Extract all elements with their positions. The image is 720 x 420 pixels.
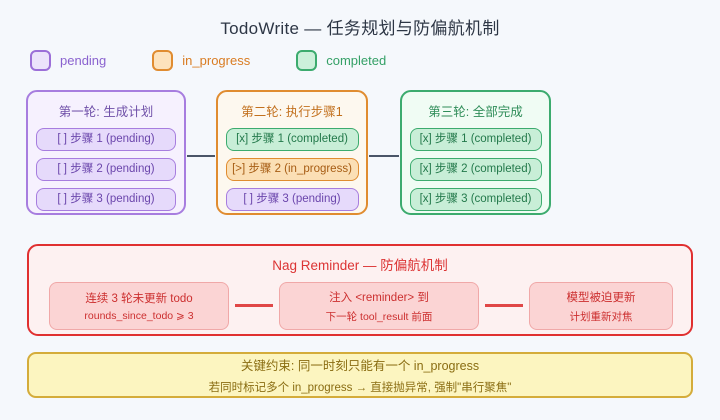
nag-step-1-line2: rounds_since_todo ⩾ 3 (84, 310, 194, 322)
todo-item: [ ] 步骤 3 (pending) (36, 188, 176, 211)
todo-item: [ ] 步骤 2 (pending) (36, 158, 176, 181)
todo-item: [x] 步骤 2 (completed) (409, 158, 542, 181)
legend-item-pending: pending (30, 50, 106, 71)
todo-item: [x] 步骤 1 (completed) (225, 128, 359, 151)
nag-reminder-title: Nag Reminder — 防偏航机制 (272, 258, 448, 273)
nag-step-2-line2: 下一轮 tool_result 前面 (325, 310, 433, 323)
todo-item: [x] 步骤 1 (completed) (409, 128, 542, 151)
legend: pending in_progress completed (30, 50, 432, 71)
page-title: TodoWrite — 任务规划与防偏航机制 (220, 19, 500, 38)
legend-label-completed: completed (326, 53, 387, 68)
nag-step-1-line1: 连续 3 轮未更新 todo (85, 293, 193, 305)
round-card-1-items: [ ] 步骤 1 (pending) [ ] 步骤 2 (pending) [ … (28, 128, 184, 211)
nag-step-3-line1: 模型被迫更新 (566, 291, 636, 304)
pending-swatch-icon (30, 50, 51, 71)
round-card-2-items: [x] 步骤 1 (completed) [>] 步骤 2 (in_progre… (218, 128, 366, 211)
nag-step-2-line1: 注入 <reminder> 到 (329, 291, 429, 304)
todo-item: [x] 步骤 3 (completed) (409, 188, 542, 211)
round-card-1-title: 第一轮: 生成计划 (58, 105, 154, 119)
todo-item: [ ] 步骤 1 (pending) (36, 128, 176, 151)
round-card-2-title: 第二轮: 执行步骤1 (241, 105, 343, 119)
nag-step-1: 连续 3 轮未更新 todo rounds_since_todo ⩾ 3 (49, 282, 229, 330)
legend-item-completed: completed (296, 50, 386, 71)
constraint-banner-line1: 关键约束: 同一时刻只能有一个 in_progress (240, 359, 480, 373)
legend-label-pending: pending (60, 53, 107, 68)
nag-step-3: 模型被迫更新 计划重新对焦 (529, 282, 673, 330)
connector-round1-round2 (187, 155, 215, 157)
constraint-banner-line2: 若同时标记多个 in_progress → 直接抛异常, 强制"串行聚焦" (208, 382, 512, 394)
round-card-3-items: [x] 步骤 1 (completed) [x] 步骤 2 (completed… (402, 128, 549, 211)
round-card-3: 第三轮: 全部完成 [x] 步骤 1 (completed) [x] 步骤 2 … (400, 90, 551, 215)
in-progress-swatch-icon (152, 50, 174, 71)
constraint-banner: 关键约束: 同一时刻只能有一个 in_progress 若同时标记多个 in_p… (27, 352, 693, 398)
nag-step-2: 注入 <reminder> 到 下一轮 tool_result 前面 (279, 282, 479, 330)
todo-item: [ ] 步骤 3 (pending) (225, 188, 359, 211)
round-card-1: 第一轮: 生成计划 [ ] 步骤 1 (pending) [ ] 步骤 2 (p… (26, 90, 186, 215)
todo-item: [>] 步骤 2 (in_progress) (225, 158, 359, 181)
nag-reminder-panel: Nag Reminder — 防偏航机制 连续 3 轮未更新 todo roun… (27, 244, 693, 336)
connector-round2-round3 (369, 155, 399, 157)
nag-reminder-flow: 连续 3 轮未更新 todo rounds_since_todo ⩾ 3 注入 … (29, 282, 691, 330)
round-card-3-title: 第三轮: 全部完成 (428, 105, 523, 119)
connector-nag2-nag3 (485, 304, 523, 307)
connector-nag1-nag2 (235, 304, 273, 307)
nag-step-3-line2: 计划重新对焦 (569, 310, 633, 323)
round-card-2: 第二轮: 执行步骤1 [x] 步骤 1 (completed) [>] 步骤 2… (216, 90, 368, 215)
legend-label-in-progress: in_progress (182, 53, 251, 68)
completed-swatch-icon (296, 50, 318, 71)
legend-item-in-progress: in_progress (152, 50, 250, 71)
